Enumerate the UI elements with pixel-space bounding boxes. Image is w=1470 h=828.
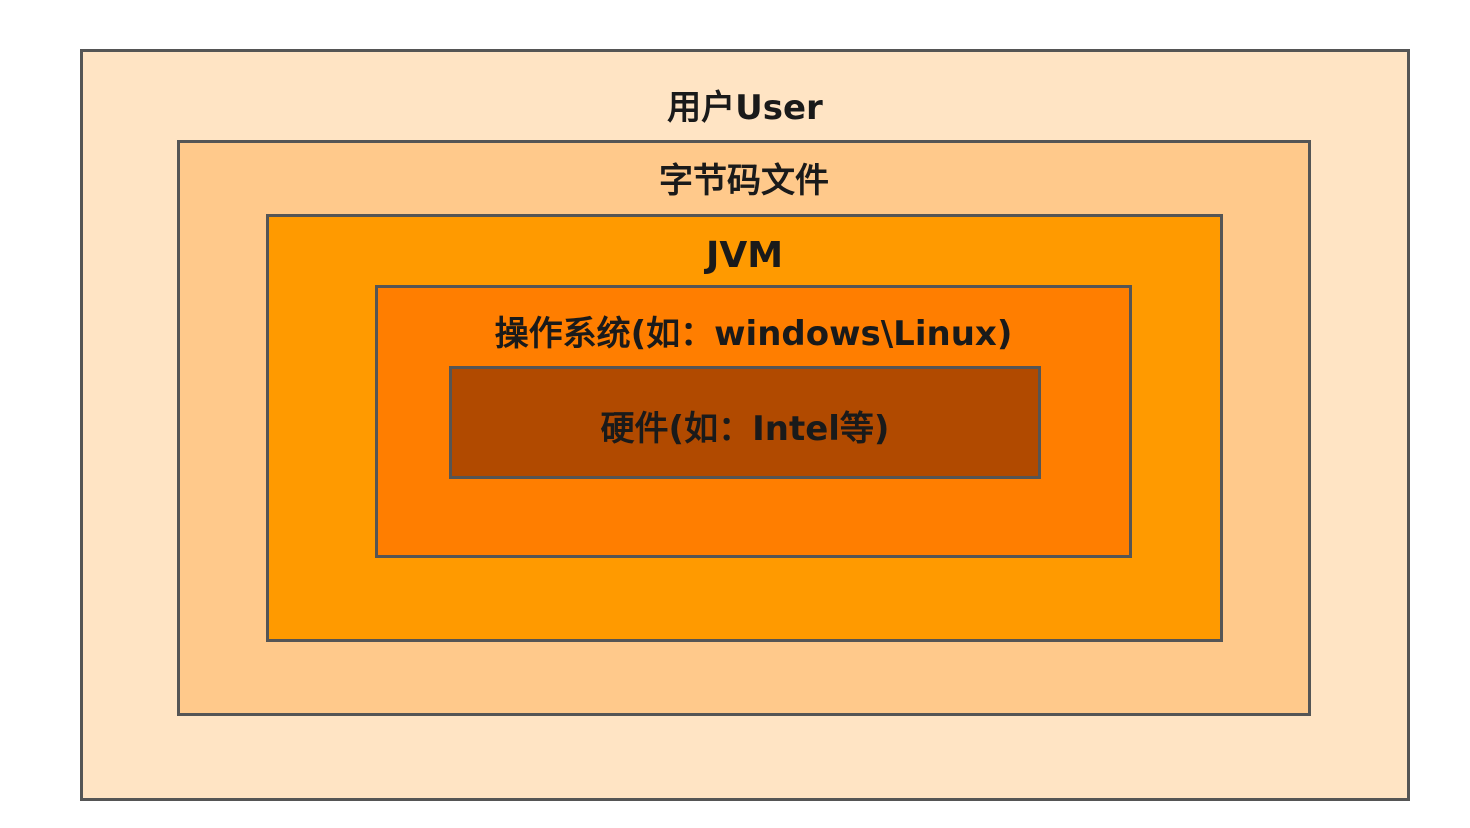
layer-hardware: 硬件(如：Intel等): [449, 366, 1041, 479]
layer-os-label: 操作系统(如：windows\Linux): [494, 314, 1013, 354]
layer-hardware-label: 硬件(如：Intel等): [600, 409, 890, 449]
layer-bytecode-label: 字节码文件: [659, 161, 829, 201]
layer-jvm-label: JVM: [705, 235, 784, 276]
layer-user-label: 用户User: [667, 88, 823, 128]
